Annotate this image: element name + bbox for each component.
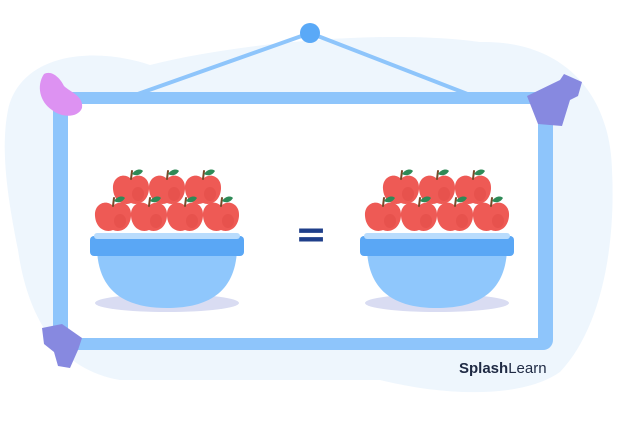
brand-first: Splash (459, 360, 509, 377)
apple-icon (94, 196, 132, 231)
corner-tape-icon (39, 72, 83, 116)
brand-second: Learn (508, 360, 547, 377)
bowl-rim-highlight (364, 233, 510, 239)
apple-icon (202, 196, 240, 231)
apple-icon (472, 196, 510, 231)
brand-logo: SplashLearn (459, 360, 547, 378)
right-apple-group (360, 169, 514, 312)
corner-tape-icon (527, 74, 582, 126)
bowl-rim (90, 236, 244, 256)
apple-icon (130, 196, 168, 231)
bowl-rim (360, 236, 514, 256)
bowl-rim-highlight (94, 233, 240, 239)
bowl-icon (367, 250, 507, 308)
equals-sign: = (295, 212, 327, 256)
left-apple-group (90, 169, 244, 312)
apple-icon (400, 196, 438, 231)
apple-icon (436, 196, 474, 231)
corner-tape-icon (42, 324, 82, 368)
bowl-icon (97, 250, 237, 308)
apple-icon (364, 196, 402, 231)
push-pin-icon (300, 23, 320, 43)
apple-icon (166, 196, 204, 231)
